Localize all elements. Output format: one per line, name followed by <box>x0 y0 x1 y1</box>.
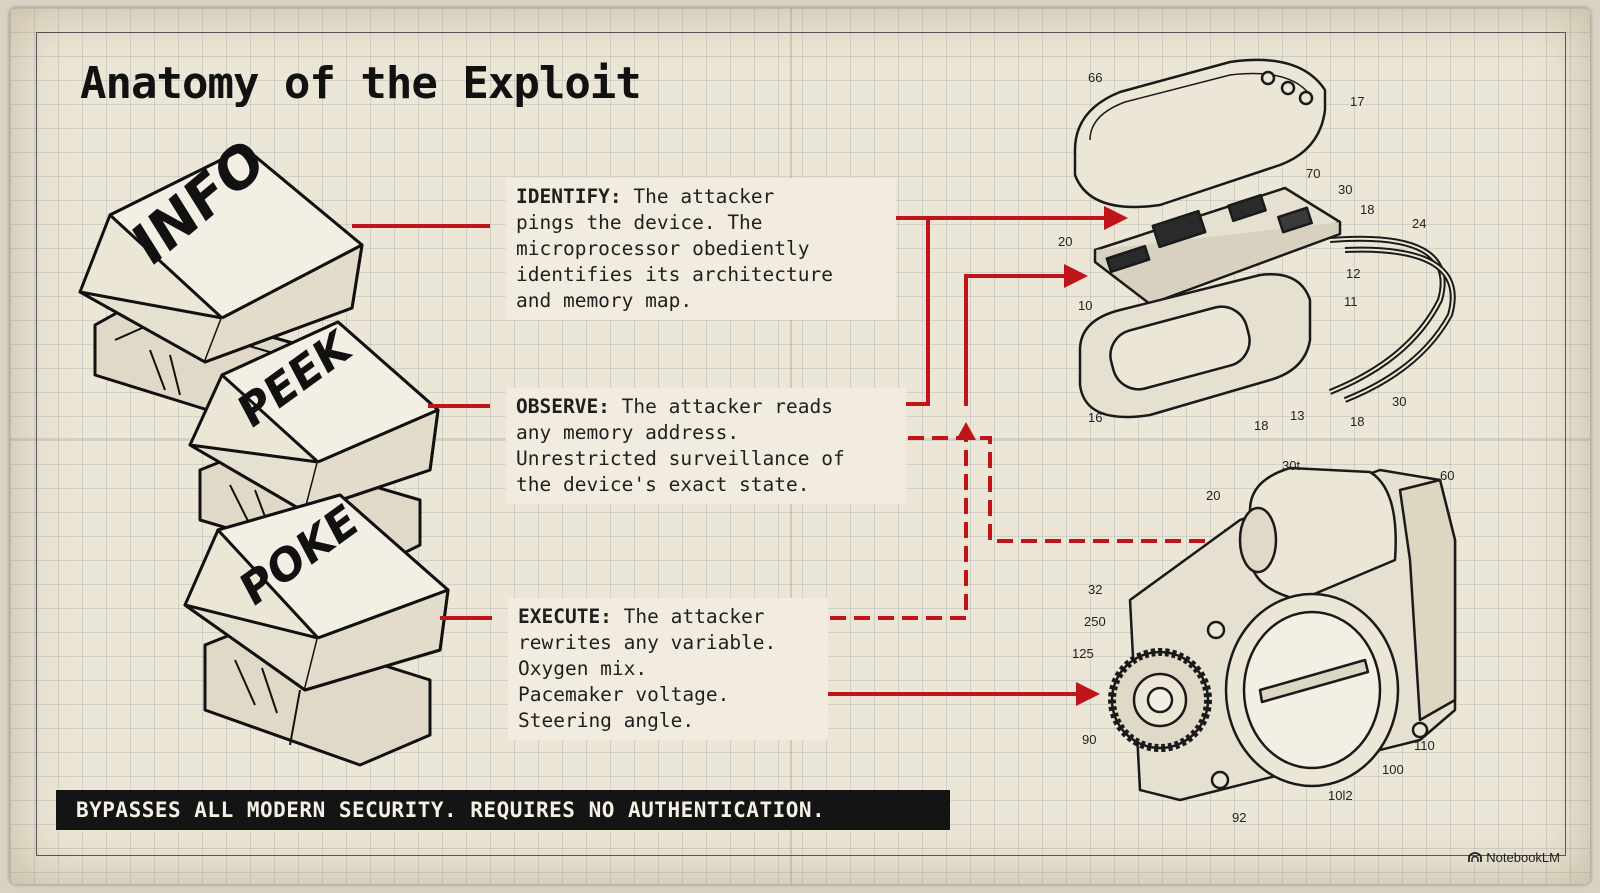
border-frame <box>36 32 1566 856</box>
svg-text:24: 24 <box>1412 216 1426 231</box>
svg-text:92: 92 <box>1232 810 1246 825</box>
callout-identify-line-2: pings the device. The <box>516 211 763 234</box>
svg-text:16: 16 <box>1088 410 1102 425</box>
callout-identify-line-1: The attacker <box>633 185 775 208</box>
callout-execute: EXECUTE: The attacker rewrites any varia… <box>508 598 828 740</box>
svg-text:90: 90 <box>1082 732 1096 747</box>
line-execute-dashed <box>806 430 968 620</box>
brand-name: NotebookLM <box>1486 850 1560 865</box>
page-title: Anatomy of the Exploit <box>80 58 642 109</box>
throttle-body-drawing <box>1108 466 1457 802</box>
pacemaker-drawing <box>1073 58 1456 419</box>
svg-text:110: 110 <box>1414 738 1435 753</box>
callout-observe-line-1: The attacker reads <box>621 395 833 418</box>
svg-text:70: 70 <box>1306 166 1320 181</box>
svg-text:17: 17 <box>1350 94 1364 109</box>
arrow-observe-to-throttle <box>884 436 1240 543</box>
callout-observe-line-4: the device's exact state. <box>516 473 810 496</box>
arrow-to-board-lower <box>964 274 1080 406</box>
svg-text:10: 10 <box>1078 298 1092 313</box>
svg-text:30: 30 <box>1338 182 1352 197</box>
svg-text:18: 18 <box>1360 202 1374 217</box>
callout-observe-line-3: Unrestricted surveillance of <box>516 447 845 470</box>
notebooklm-logo-icon <box>1468 852 1483 862</box>
svg-text:10l2: 10l2 <box>1328 788 1353 803</box>
brand-mark: NotebookLM <box>1468 850 1560 865</box>
svg-text:60: 60 <box>1440 468 1454 483</box>
callout-execute-line-4: Pacemaker voltage. <box>518 683 730 706</box>
keycap-poke <box>183 493 450 767</box>
callout-identify-heading: IDENTIFY: <box>516 185 622 208</box>
callout-execute-line-5: Steering angle. <box>518 709 695 732</box>
warning-banner: BYPASSES ALL MODERN SECURITY. REQUIRES N… <box>56 790 950 830</box>
svg-text:12: 12 <box>1346 266 1360 281</box>
callout-identify-line-3: microprocessor obediently <box>516 237 810 260</box>
part-number-labels: 66 17 70 30 18 24 20 12 10 11 16 18 13 1… <box>1058 70 1454 825</box>
callout-identify: IDENTIFY: The attacker pings the device.… <box>506 178 896 320</box>
svg-text:30t: 30t <box>1282 458 1300 473</box>
callout-execute-line-3: Oxygen mix. <box>518 657 648 680</box>
svg-text:32: 32 <box>1088 582 1102 597</box>
svg-text:11: 11 <box>1344 294 1358 309</box>
svg-text:20: 20 <box>1058 234 1072 249</box>
callout-identify-line-5: and memory map. <box>516 289 693 312</box>
svg-text:250: 250 <box>1084 614 1106 629</box>
svg-text:13: 13 <box>1290 408 1304 423</box>
callout-observe-heading: OBSERVE: <box>516 395 610 418</box>
svg-text:18: 18 <box>1350 414 1364 429</box>
svg-text:125: 125 <box>1072 646 1094 661</box>
callout-observe-line-2: any memory address. <box>516 421 740 444</box>
svg-text:18: 18 <box>1254 418 1268 433</box>
callout-identify-line-4: identifies its architecture <box>516 263 833 286</box>
svg-text:30: 30 <box>1392 394 1406 409</box>
svg-text:66: 66 <box>1088 70 1102 85</box>
callout-execute-heading: EXECUTE: <box>518 605 612 628</box>
callout-execute-line-1: The attacker <box>623 605 765 628</box>
svg-text:20: 20 <box>1206 488 1220 503</box>
callout-execute-line-2: rewrites any variable. <box>518 631 777 654</box>
callout-observe: OBSERVE: The attacker reads any memory a… <box>506 388 906 504</box>
svg-text:100: 100 <box>1382 762 1404 777</box>
keycap-info <box>78 146 364 422</box>
